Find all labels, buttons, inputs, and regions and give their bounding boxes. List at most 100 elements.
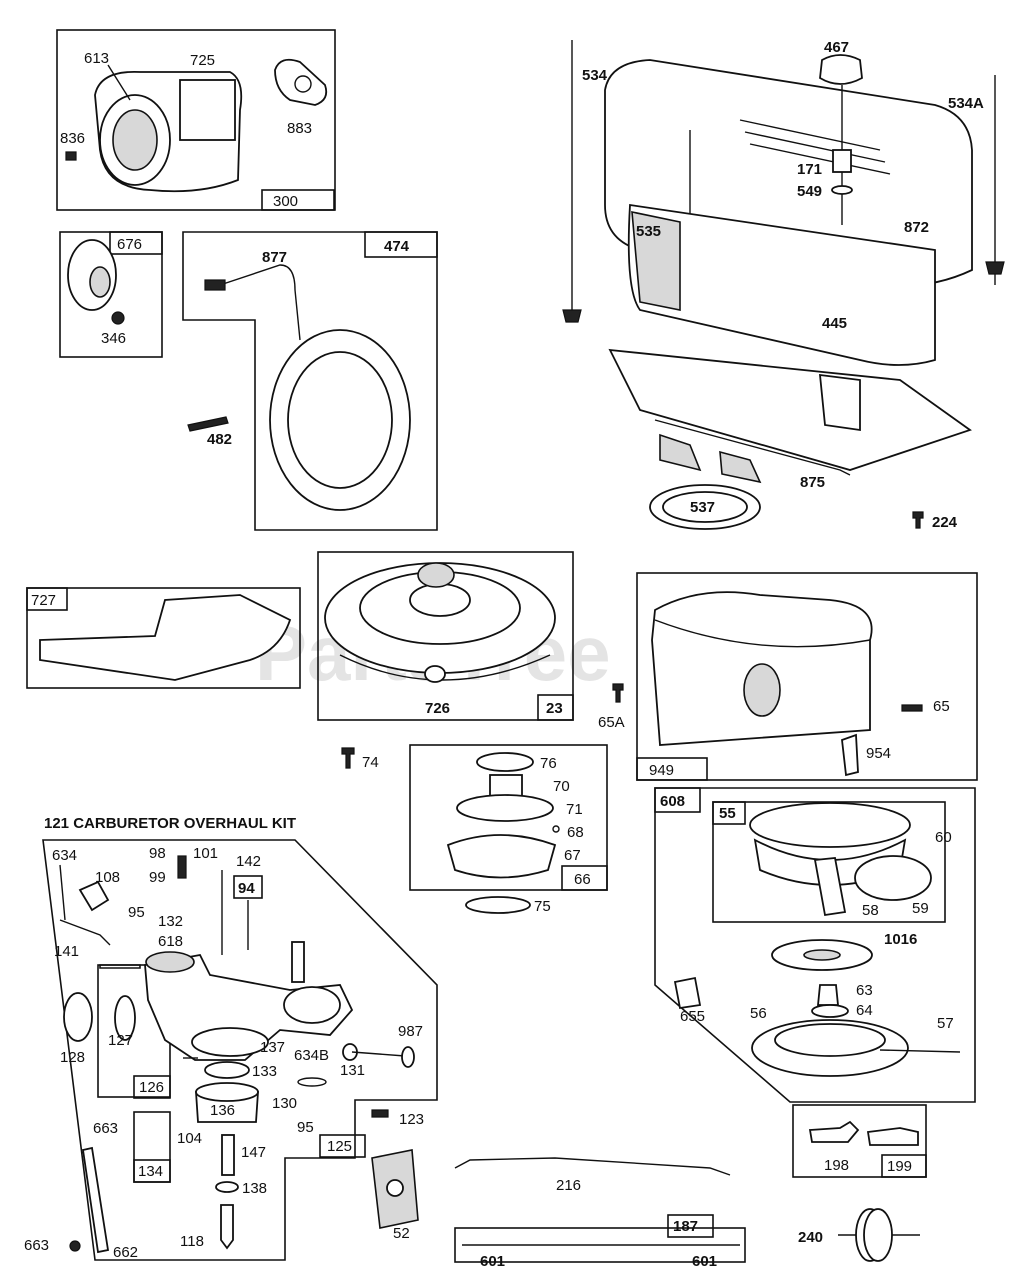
plate-108 bbox=[78, 880, 110, 912]
callout-95b[interactable]: 95 bbox=[297, 1119, 314, 1136]
callout-634[interactable]: 634 bbox=[52, 847, 77, 864]
callout-130[interactable]: 130 bbox=[272, 1095, 297, 1112]
callout-883[interactable]: 883 bbox=[287, 120, 312, 137]
screw-224 bbox=[912, 511, 924, 529]
callout-74[interactable]: 74 bbox=[362, 754, 379, 771]
callout-99[interactable]: 99 bbox=[149, 869, 166, 886]
callout-57[interactable]: 57 bbox=[937, 1015, 954, 1032]
callout-663a[interactable]: 663 bbox=[93, 1120, 118, 1137]
callout-133[interactable]: 133 bbox=[252, 1063, 277, 1080]
callout-125[interactable]: 125 bbox=[327, 1138, 352, 1155]
callout-198[interactable]: 198 bbox=[824, 1157, 849, 1174]
callout-147[interactable]: 147 bbox=[241, 1144, 266, 1161]
filter-445 bbox=[627, 203, 936, 366]
callout-66[interactable]: 66 bbox=[574, 871, 591, 888]
callout-60[interactable]: 60 bbox=[935, 829, 952, 846]
gasket-127 bbox=[114, 995, 136, 1041]
callout-136[interactable]: 136 bbox=[210, 1102, 235, 1119]
callout-676[interactable]: 676 bbox=[117, 236, 142, 253]
callout-134[interactable]: 134 bbox=[138, 1163, 163, 1180]
callout-128[interactable]: 128 bbox=[60, 1049, 85, 1066]
callout-118[interactable]: 118 bbox=[180, 1233, 204, 1250]
callout-68[interactable]: 68 bbox=[567, 824, 584, 841]
callout-71[interactable]: 71 bbox=[566, 801, 583, 818]
callout-608[interactable]: 608 bbox=[660, 793, 685, 810]
callout-655[interactable]: 655 bbox=[680, 1008, 705, 1025]
callout-727[interactable]: 727 bbox=[31, 592, 56, 609]
callout-954[interactable]: 954 bbox=[866, 745, 891, 762]
callout-216[interactable]: 216 bbox=[556, 1177, 581, 1194]
callout-23[interactable]: 23 bbox=[546, 700, 563, 717]
callout-467[interactable]: 467 bbox=[824, 39, 849, 56]
callout-95a[interactable]: 95 bbox=[128, 904, 145, 921]
callout-59[interactable]: 59 bbox=[912, 900, 929, 917]
callout-1016[interactable]: 1016 bbox=[884, 931, 917, 948]
callout-634B[interactable]: 634B bbox=[294, 1047, 329, 1064]
screw-123 bbox=[371, 1109, 389, 1118]
callout-137[interactable]: 137 bbox=[260, 1039, 285, 1056]
callout-104[interactable]: 104 bbox=[177, 1130, 202, 1147]
callout-877[interactable]: 877 bbox=[262, 249, 287, 266]
callout-199[interactable]: 199 bbox=[887, 1158, 912, 1175]
callout-474[interactable]: 474 bbox=[384, 238, 410, 255]
callout-141[interactable]: 141 bbox=[54, 943, 79, 960]
callout-482[interactable]: 482 bbox=[207, 431, 232, 448]
callout-949[interactable]: 949 bbox=[649, 762, 674, 779]
callout-663b[interactable]: 663 bbox=[24, 1237, 49, 1254]
callout-142[interactable]: 142 bbox=[236, 853, 261, 870]
callout-108[interactable]: 108 bbox=[95, 869, 120, 886]
callout-836[interactable]: 836 bbox=[60, 130, 85, 147]
callout-75[interactable]: 75 bbox=[534, 898, 551, 915]
callout-76[interactable]: 76 bbox=[540, 755, 557, 772]
screw-65A bbox=[612, 683, 624, 703]
callout-131[interactable]: 131 bbox=[340, 1062, 365, 1079]
callout-240[interactable]: 240 bbox=[798, 1229, 823, 1246]
screen-76 bbox=[476, 752, 534, 772]
callout-67[interactable]: 67 bbox=[564, 847, 581, 864]
callout-534[interactable]: 534 bbox=[582, 67, 608, 84]
callout-662[interactable]: 662 bbox=[113, 1244, 138, 1261]
callout-55[interactable]: 55 bbox=[719, 805, 736, 822]
callout-618[interactable]: 618 bbox=[158, 933, 183, 950]
callout-987[interactable]: 987 bbox=[398, 1023, 423, 1040]
callout-725[interactable]: 725 bbox=[190, 52, 215, 69]
washer-75 bbox=[465, 896, 531, 914]
callout-875[interactable]: 875 bbox=[800, 474, 825, 491]
callout-65A[interactable]: 65A bbox=[598, 714, 625, 731]
callout-56[interactable]: 56 bbox=[750, 1005, 767, 1022]
callout-132[interactable]: 132 bbox=[158, 913, 183, 930]
callout-534A[interactable]: 534A bbox=[948, 95, 984, 112]
callout-123[interactable]: 123 bbox=[399, 1111, 424, 1128]
spring-63 bbox=[817, 984, 839, 1006]
callout-52[interactable]: 52 bbox=[393, 1225, 410, 1242]
callout-601a[interactable]: 601 bbox=[480, 1253, 505, 1270]
callout-535[interactable]: 535 bbox=[636, 223, 661, 240]
group-676: 676 346 bbox=[59, 231, 163, 358]
callout-64[interactable]: 64 bbox=[856, 1002, 873, 1019]
callout-171[interactable]: 171 bbox=[797, 161, 822, 178]
callout-101[interactable]: 101 bbox=[193, 845, 218, 862]
callout-58[interactable]: 58 bbox=[862, 902, 879, 919]
callout-98[interactable]: 98 bbox=[149, 845, 166, 862]
callout-601b[interactable]: 601 bbox=[692, 1253, 717, 1270]
callout-726[interactable]: 726 bbox=[425, 700, 450, 717]
callout-187[interactable]: 187 bbox=[673, 1218, 698, 1235]
callout-549[interactable]: 549 bbox=[797, 183, 822, 200]
callout-70[interactable]: 70 bbox=[553, 778, 570, 795]
callout-224[interactable]: 224 bbox=[932, 514, 958, 531]
rope-57 bbox=[879, 1049, 961, 1053]
callout-126[interactable]: 126 bbox=[139, 1079, 164, 1096]
callout-445[interactable]: 445 bbox=[822, 315, 847, 332]
callout-127[interactable]: 127 bbox=[108, 1032, 133, 1049]
callout-94[interactable]: 94 bbox=[238, 880, 255, 897]
callout-300[interactable]: 300 bbox=[273, 193, 298, 210]
bracket-954 bbox=[841, 733, 859, 777]
callout-138[interactable]: 138 bbox=[242, 1180, 267, 1197]
callout-537[interactable]: 537 bbox=[690, 499, 715, 516]
callout-346[interactable]: 346 bbox=[101, 330, 126, 347]
callout-63[interactable]: 63 bbox=[856, 982, 873, 999]
callout-872[interactable]: 872 bbox=[904, 219, 929, 236]
nut-346 bbox=[111, 311, 125, 325]
callout-65[interactable]: 65 bbox=[933, 698, 950, 715]
callout-613[interactable]: 613 bbox=[84, 50, 109, 67]
